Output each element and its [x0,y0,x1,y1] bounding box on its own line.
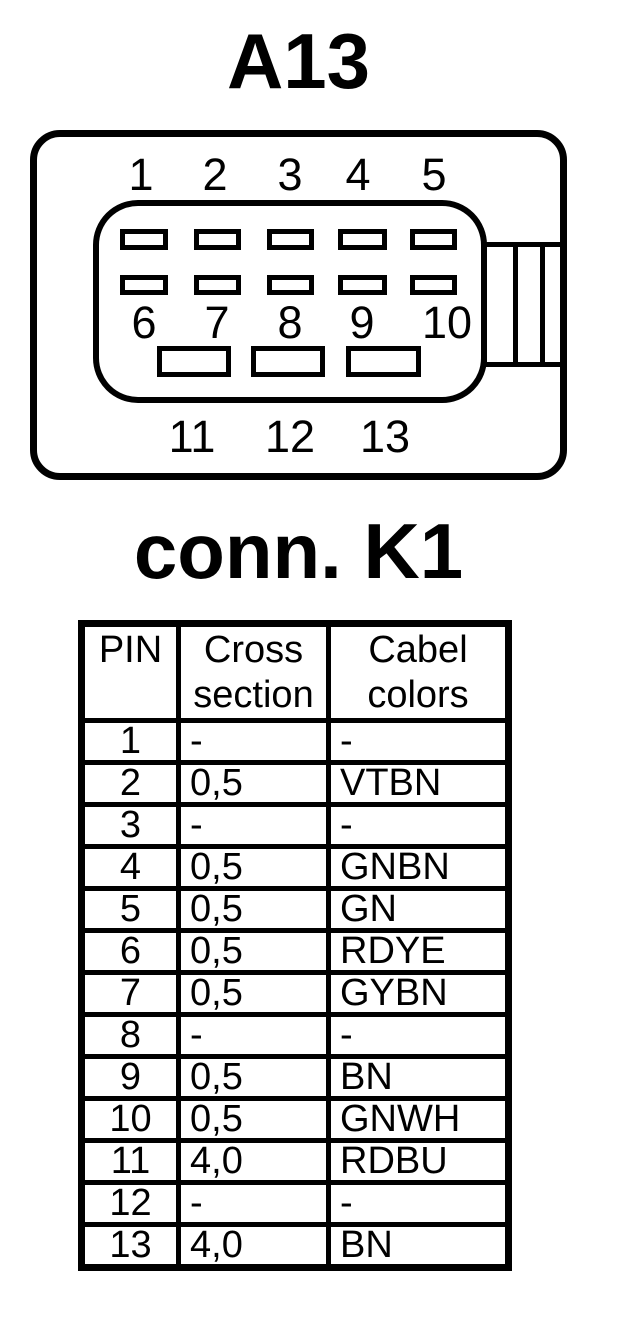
cable-color-cell: VTBN [326,760,511,807]
pin-cell: 11 [79,1138,181,1185]
pin-number-label: 3 [277,149,303,200]
cable-color-cell: GNBN [326,844,511,891]
cross-section-cell: - [176,802,331,849]
pin-number-label: 6 [131,297,157,348]
cross-section-cell: - [176,718,331,765]
cross-section-cell: 4,0 [176,1222,331,1270]
pin-slot [410,275,457,295]
pin-slot [120,229,168,250]
table-header-cable-colors: Cabel colors [326,621,511,723]
cross-section-cell: 0,5 [176,1054,331,1101]
pin-slot [267,229,314,250]
table-row: 1-- [79,718,511,765]
table-header-row: PIN Cross section Cabel colors [79,621,511,723]
pin-cell: 5 [79,886,181,933]
pin-number-label: 1 [128,149,154,200]
connector-key-tab [482,242,567,367]
table-header-pin: PIN [79,621,181,723]
cable-color-cell: GYBN [326,970,511,1017]
key-tab-divider [540,247,545,362]
pin-number-label: 12 [264,411,316,462]
pin-slot [251,346,325,377]
pin-slot [120,275,168,295]
pin-cell: 12 [79,1180,181,1227]
connector-name-title: conn. K1 [133,507,464,595]
cable-color-cell: - [326,1012,511,1059]
pin-number-label: 7 [204,297,230,348]
pin-cell: 1 [79,718,181,765]
key-tab-divider [513,247,518,362]
pin-number-label: 4 [345,149,371,200]
pin-slot [267,275,314,295]
pin-cell: 7 [79,970,181,1017]
pin-cell: 6 [79,928,181,975]
table-row: 12-- [79,1180,511,1227]
pin-slot [157,346,231,377]
pin-slot [338,275,387,295]
cross-section-cell: - [176,1180,331,1227]
pin-cell: 13 [79,1222,181,1270]
pin-number-label: 10 [421,297,473,348]
cross-section-cell: 0,5 [176,928,331,975]
cross-section-cell: 4,0 [176,1138,331,1185]
pin-cell: 8 [79,1012,181,1059]
pin-cell: 3 [79,802,181,849]
cable-color-cell: BN [326,1222,511,1270]
pin-cell: 4 [79,844,181,891]
connector-outline [30,130,567,480]
table-header-cross-section: Cross section [176,621,331,723]
cross-section-cell: 0,5 [176,760,331,807]
cable-color-cell: - [326,1180,511,1227]
cable-color-cell: RDBU [326,1138,511,1185]
cable-color-cell: - [326,802,511,849]
cable-color-cell: BN [326,1054,511,1101]
cross-section-cell: 0,5 [176,970,331,1017]
cross-section-cell: 0,5 [176,1096,331,1143]
pin-slot [346,346,421,377]
cable-color-cell: GNWH [326,1096,511,1143]
cable-color-cell: RDYE [326,928,511,975]
cable-color-cell: - [326,718,511,765]
pin-cell: 9 [79,1054,181,1101]
pin-number-label: 9 [349,297,375,348]
pin-number-label: 13 [359,411,411,462]
pin-cell: 2 [79,760,181,807]
cross-section-cell: 0,5 [176,886,331,933]
pin-slot [338,229,387,250]
table-row: 8-- [79,1012,511,1059]
pin-slot [410,229,457,250]
pin-number-label: 11 [168,411,216,462]
pin-slot [194,275,241,295]
cross-section-cell: 0,5 [176,844,331,891]
table-row: 3-- [79,802,511,849]
pin-cell: 10 [79,1096,181,1143]
pin-number-label: 2 [202,149,228,200]
cross-section-cell: - [176,1012,331,1059]
connector-id-title: A13 [226,17,371,105]
pin-slot [194,229,241,250]
pin-number-label: 8 [277,297,303,348]
cable-color-cell: GN [326,886,511,933]
pin-number-label: 5 [421,149,447,200]
